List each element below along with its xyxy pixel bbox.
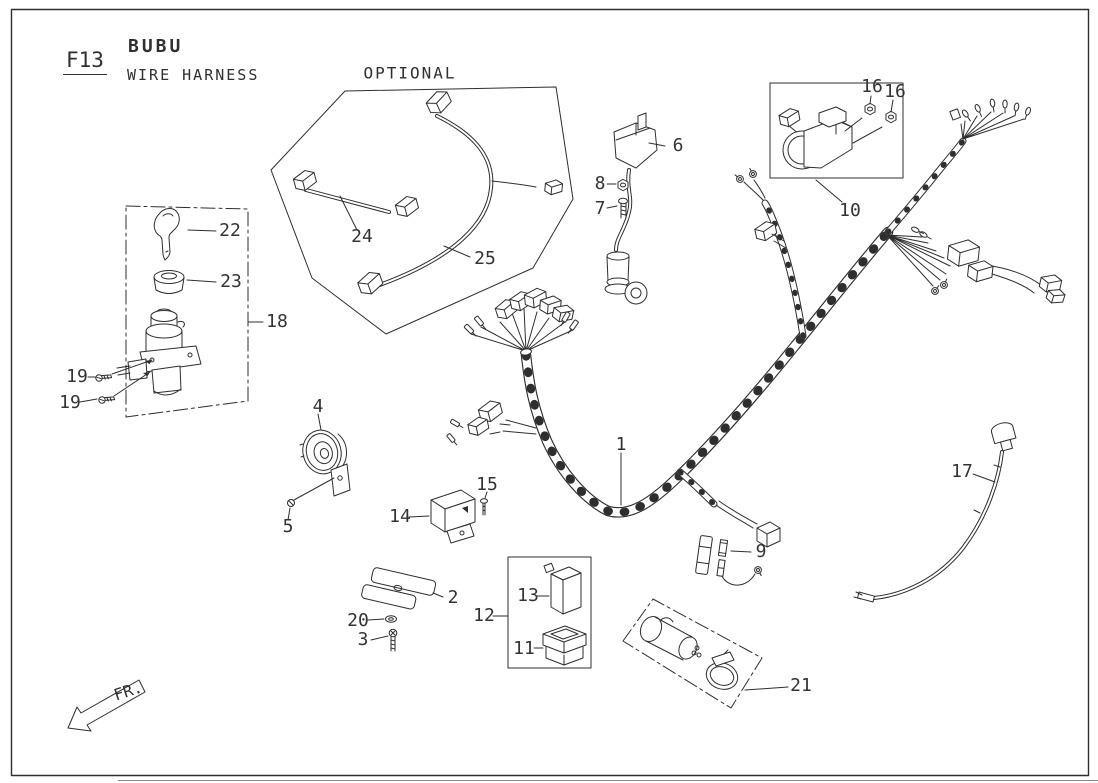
part-label-7: 7 [594, 198, 606, 219]
part-label-15: 15 [476, 474, 498, 495]
part-label-17: 17 [951, 461, 973, 482]
harness-left-branch [732, 166, 803, 336]
model-name: BUBU [128, 36, 184, 57]
screw-5 [288, 478, 335, 520]
part-label-20: 20 [347, 610, 369, 631]
part-label-22: 22 [219, 220, 241, 241]
nut-16-right [885, 100, 897, 124]
figure-title: WIRE HARNESS [127, 66, 260, 84]
part-1-main-harness [446, 98, 1067, 513]
relay-11 [534, 626, 586, 665]
part-label-18: 18 [266, 311, 288, 332]
optional-region [271, 87, 573, 334]
part-24-sub-cable [291, 167, 421, 230]
lock-collar-23 [154, 271, 216, 294]
part-2-cushion-set [361, 567, 443, 651]
part-label-12: 12 [473, 605, 495, 626]
part-18-ignition-switch-assembly [80, 206, 263, 417]
key-22 [154, 209, 216, 260]
spark-plug-cap [605, 252, 647, 304]
part-label-11: 11 [513, 638, 535, 659]
fr-direction-arrow [68, 680, 145, 731]
part-label-4: 4 [312, 396, 324, 417]
part-12-relay-box [493, 557, 591, 668]
part-label-16a: 16 [861, 76, 883, 97]
nut-16-left [864, 96, 876, 116]
part-label-24: 24 [351, 226, 373, 247]
harness-top-right-fan [950, 98, 1032, 139]
part-label-2: 2 [447, 587, 459, 608]
part-label-1: 1 [615, 434, 627, 455]
optional-label: OPTIONAL [363, 63, 457, 83]
part-label-16b: 16 [884, 81, 906, 102]
washer-20 [368, 616, 397, 622]
part-label-19b: 19 [59, 392, 81, 413]
part-label-10: 10 [839, 200, 861, 221]
part-14-cdi-unit [409, 490, 488, 543]
part-label-23: 23 [220, 271, 242, 292]
part-label-5: 5 [282, 516, 294, 537]
part-label-13: 13 [517, 585, 539, 606]
part-25-sub-cable [355, 87, 564, 298]
motor-21 [636, 613, 701, 662]
bolt-15 [481, 492, 488, 515]
bolt-7 [607, 198, 628, 218]
connector-cube [757, 522, 780, 547]
part-10-starter-motor-box [770, 83, 903, 202]
page-border [12, 10, 1098, 781]
clamp-21 [703, 650, 742, 694]
part-9-fuse-assembly [680, 472, 780, 585]
nut-8 [607, 178, 629, 192]
switch-body [117, 309, 201, 395]
part-label-3: 3 [357, 629, 369, 650]
screw-19-lower [80, 372, 150, 406]
figure-code: F13 [63, 48, 107, 75]
part-label-8: 8 [594, 173, 606, 194]
harness-mid-connector-group [446, 398, 536, 447]
part-label-14: 14 [389, 506, 411, 527]
part-17-sub-lead [854, 421, 1018, 602]
part-label-19a: 19 [66, 366, 88, 387]
harness-right-fan [887, 225, 1067, 307]
part-label-21: 21 [790, 675, 812, 696]
part-label-6: 6 [672, 135, 684, 156]
flasher-13 [537, 563, 581, 614]
bolt-3 [371, 629, 397, 651]
part-label-9: 9 [755, 541, 767, 562]
part-label-25: 25 [474, 248, 496, 269]
harness-top-connector-cluster [463, 286, 580, 356]
part-4-horn [288, 414, 351, 520]
part-6-ignition-coil [605, 113, 665, 304]
part-21-kit [623, 599, 788, 708]
screw-19-upper [88, 360, 152, 384]
